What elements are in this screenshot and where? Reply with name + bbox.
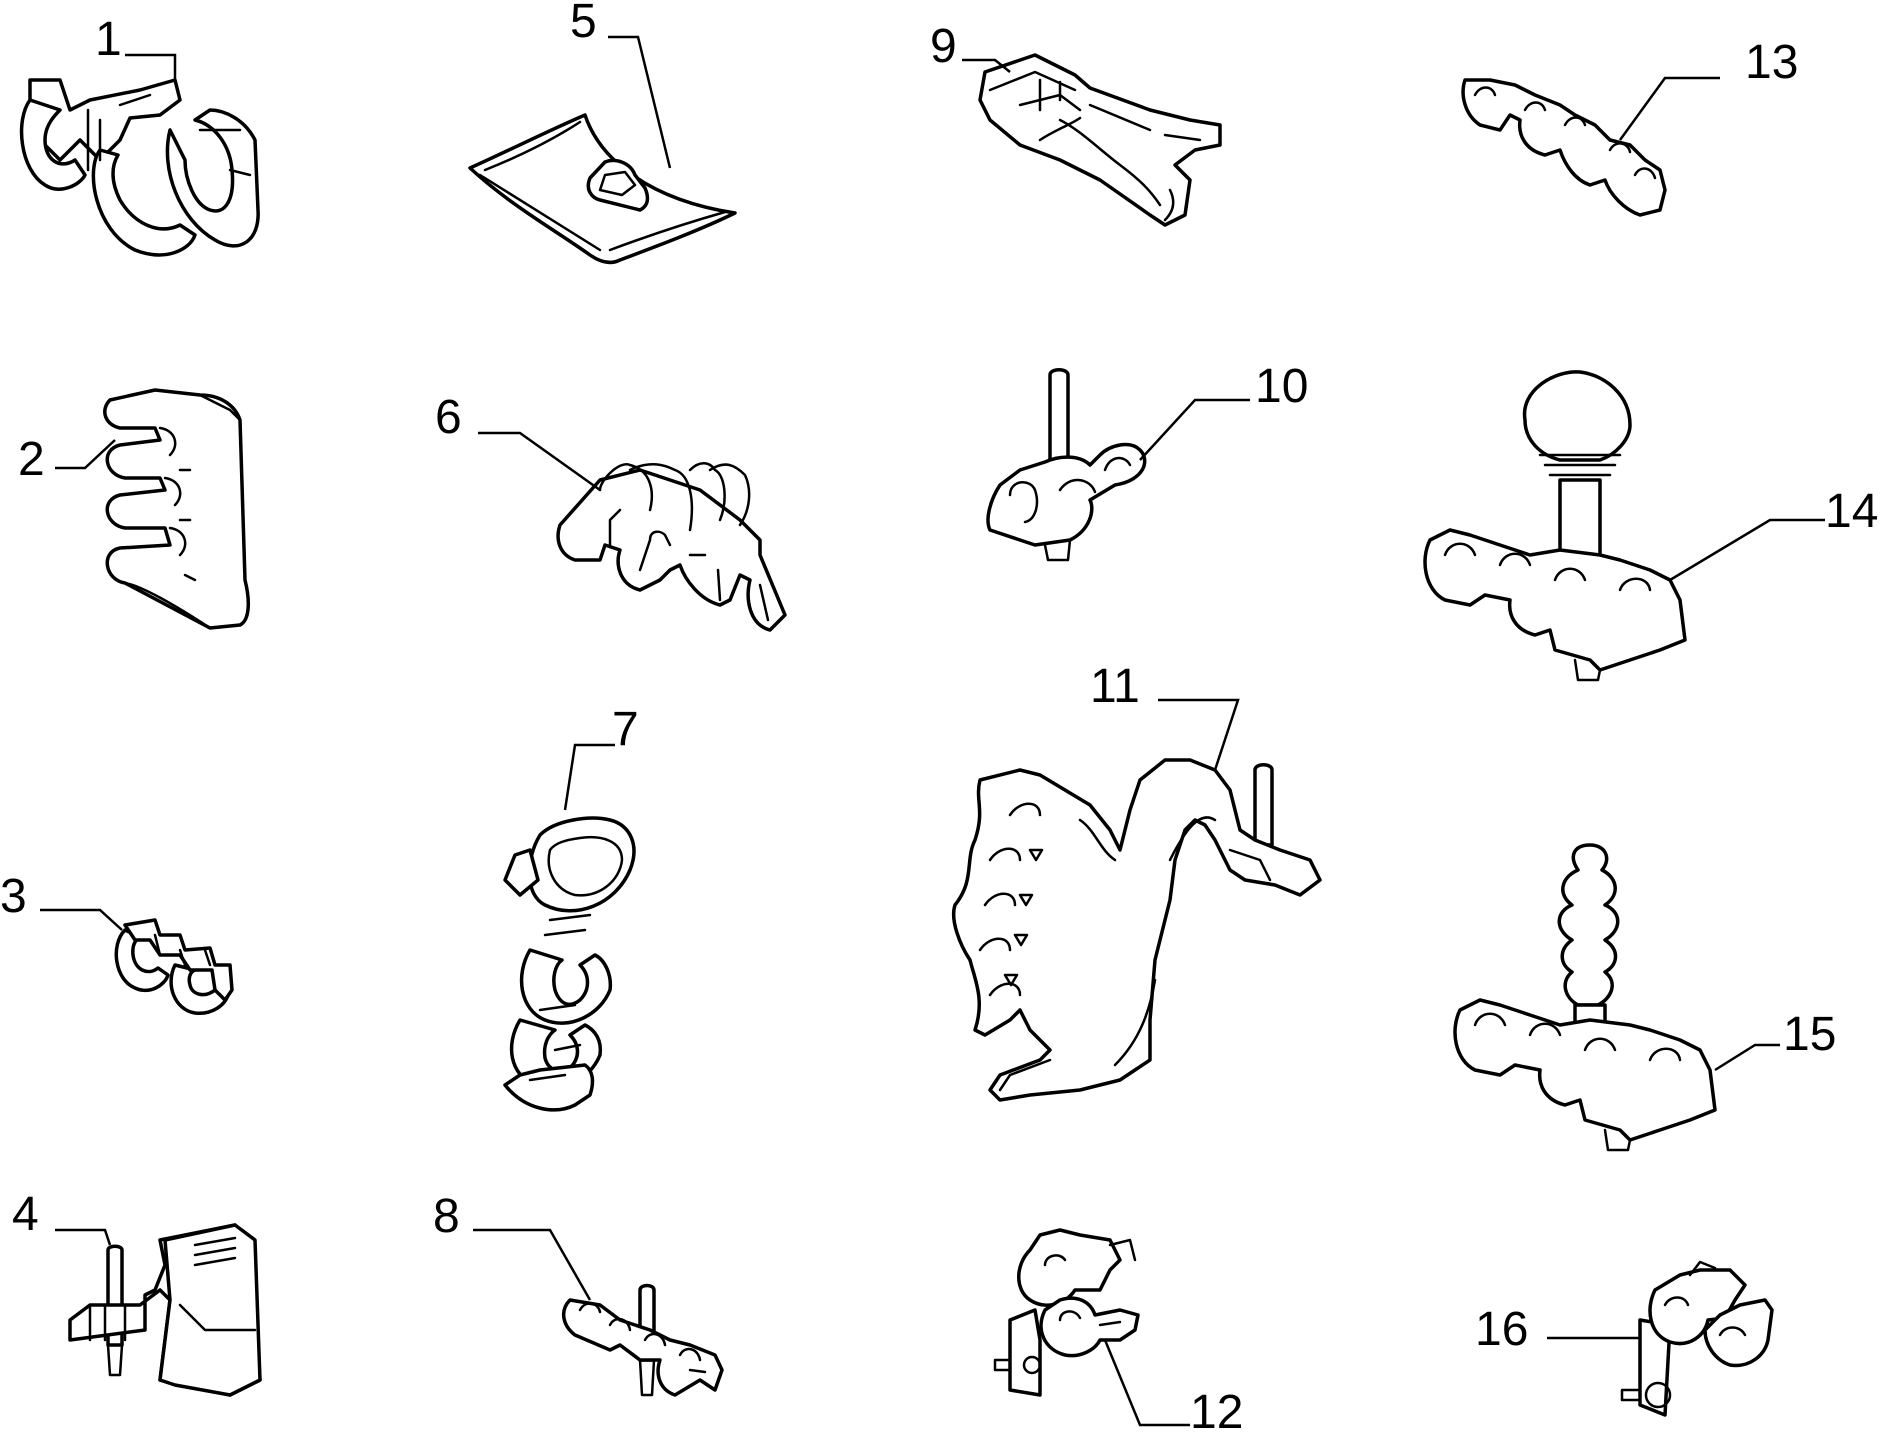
leader-line-6: [478, 431, 601, 492]
leader-line-3: [40, 908, 123, 931]
part-10-illustration: [986, 368, 1147, 562]
callout-15: 15: [1783, 1008, 1836, 1061]
part-5-illustration: [468, 113, 737, 265]
part-9-illustration: [978, 53, 1222, 227]
callout-16: 16: [1475, 1303, 1528, 1356]
part-14-illustration: [1423, 370, 1687, 682]
leader-line-12: [1103, 1339, 1190, 1427]
leader-line-11: [1158, 698, 1240, 771]
callout-10: 10: [1255, 360, 1308, 413]
leader-line-15: [1714, 1043, 1780, 1072]
leader-line-5: [608, 35, 672, 169]
callout-7: 7: [612, 703, 639, 756]
part-8-illustration: [562, 1283, 724, 1397]
part-1-illustration: [19, 78, 260, 257]
callout-14: 14: [1825, 485, 1878, 538]
part-3-illustration: [114, 918, 234, 1015]
part-15-illustration: [1453, 843, 1717, 1152]
part-7-illustration: [503, 816, 636, 1112]
part-16-illustration: [1620, 1260, 1774, 1417]
part-11-illustration: [952, 758, 1322, 1102]
callout-1: 1: [95, 13, 122, 66]
leader-line-10: [1139, 398, 1250, 461]
part-12-illustration: [993, 1228, 1140, 1397]
callout-8: 8: [433, 1190, 460, 1243]
part-2-illustration: [103, 388, 251, 630]
leader-line-14: [1669, 518, 1825, 582]
leader-line-4: [55, 1228, 112, 1246]
callout-4: 4: [12, 1188, 39, 1241]
leader-line-13: [1618, 76, 1720, 141]
callout-6: 6: [435, 391, 462, 444]
callout-5: 5: [570, 0, 597, 48]
callout-2: 2: [18, 433, 45, 486]
leader-line-2: [55, 439, 116, 470]
callout-12: 12: [1190, 1386, 1243, 1432]
part-6-illustration: [556, 462, 787, 632]
leader-line-7: [563, 743, 615, 811]
leader-line-8: [473, 1228, 592, 1301]
part-13-illustration: [1461, 78, 1667, 217]
callout-3: 3: [0, 870, 27, 923]
callout-9: 9: [930, 20, 957, 73]
callout-11: 11: [1090, 660, 1140, 713]
part-4-illustration: [68, 1223, 262, 1397]
leader-line-9: [962, 58, 1011, 73]
leader-line-1: [125, 53, 177, 80]
callout-13: 13: [1745, 36, 1798, 89]
